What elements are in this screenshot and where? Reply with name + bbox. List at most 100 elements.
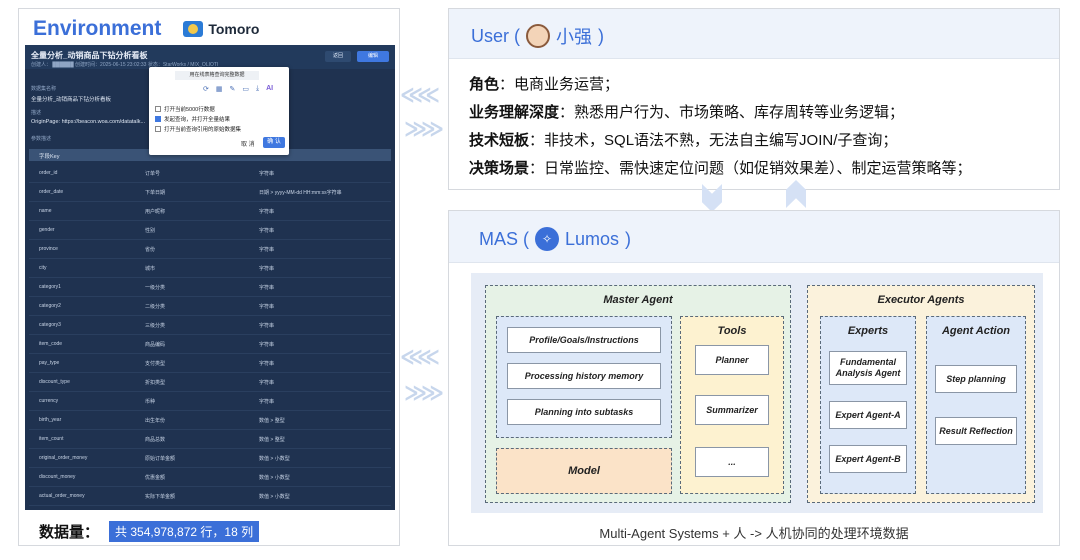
popup-option-label: 发起查询，并打开全量结果 (164, 117, 231, 123)
data-volume-value: 共 354,978,872 行，18 列 (109, 521, 260, 542)
edit-icon[interactable]: ✎ (229, 86, 236, 93)
planning-subtasks-box: Planning into subtasks (507, 399, 661, 425)
field-name: 折扣类型 (145, 380, 166, 386)
field-type: 字符串 (259, 171, 275, 177)
edit-button[interactable]: 编辑 (357, 51, 389, 62)
col-key-header: 字段Key (39, 154, 60, 160)
field-type: 字符串 (259, 266, 275, 272)
field-key: city (39, 265, 47, 271)
tomoro-logo-icon (183, 21, 204, 37)
arrow-left-icon: ≪≪ (400, 344, 440, 369)
expert-agent-a: Expert Agent-A (829, 401, 907, 429)
tomoro-brand: Tomoro (183, 21, 259, 37)
field-type: 字符串 (259, 285, 275, 291)
field-name: 二级分类 (145, 304, 166, 310)
field-name: 性别 (145, 228, 156, 234)
popup-option-label: 打开当前查询引用的原始数据集 (164, 127, 242, 133)
field-type: 字符串 (259, 361, 275, 367)
mas-title-prefix: MAS ( (479, 228, 530, 249)
tools-title: Tools (717, 325, 747, 337)
profile-text: ：熟悉用户行为、市场策略、库存周转等业务逻辑； (559, 104, 905, 121)
mas-diagram: Master Agent Profile/Goals/Instructions … (471, 273, 1043, 513)
field-key: gender (39, 227, 55, 233)
field-name: 省份 (145, 247, 156, 253)
user-title: User ( 小强 ) (471, 23, 604, 49)
checkbox-checked-icon[interactable] (155, 116, 161, 122)
ai-button[interactable]: AI (266, 85, 274, 92)
arrow-right-icon: ≫≫ (404, 380, 444, 405)
popup-option[interactable]: 发起查询，并打开全量结果 (155, 115, 230, 123)
field-name: 原始订单金额 (145, 456, 176, 462)
user-profile-line: 决策场景：日常监控、需快速定位问题（如促销效果差）、制定运营策略等； (469, 157, 972, 178)
report-title: 全量分析_动销商品下钻分析看板 (31, 51, 148, 60)
popup-option-label: 打开当前5000行数据 (164, 107, 215, 113)
report-meta: 创建人： ██████ 创建时间：2025-06-15 23:02:33 状态：… (31, 62, 219, 68)
tools-box: Tools Planner Summarizer ... (680, 316, 784, 494)
field-type: 数值 > 整型 (259, 418, 285, 424)
result-reflection-box: Result Reflection (935, 417, 1017, 445)
avatar-icon (526, 24, 550, 48)
profile-label: 业务理解深度 (469, 104, 560, 121)
profile-text: ：日常监控、需快速定位问题（如促销效果差）、制定运营策略等； (529, 160, 972, 177)
mas-header: MAS ( ✧ Lumos ) (449, 211, 1059, 263)
field-key: item_code (39, 341, 63, 347)
executor-agents-title: Executor Agents (877, 294, 965, 306)
arrow-right-icon: ≫≫ (404, 116, 444, 141)
document-icon[interactable]: ▭ (242, 86, 249, 93)
mas-title: MAS ( ✧ Lumos ) (479, 227, 631, 251)
field-key: category2 (39, 303, 61, 309)
environment-panel: Environment Tomoro 全量分析_动销商品下钻分析看板 创建人： … (18, 8, 400, 546)
table-icon[interactable]: ▦ (215, 86, 223, 93)
refresh-icon[interactable]: ⟳ (203, 86, 209, 93)
back-button[interactable]: 返回 (325, 51, 351, 62)
field-key: category1 (39, 284, 61, 290)
executor-agents-box: Executor Agents Experts Fundamental Anal… (807, 285, 1035, 503)
field-key: original_order_money (39, 455, 88, 461)
user-profile-line: 业务理解深度：熟悉用户行为、市场策略、库存周转等业务逻辑； (469, 101, 904, 122)
field-type: 数值 > 小数型 (259, 456, 290, 462)
field-name: 币种 (145, 399, 156, 405)
field-type: 数值 > 小数型 (259, 494, 290, 500)
profile-label: 角色 (469, 76, 500, 93)
field-name: 用户昵称 (145, 209, 166, 215)
profile-label: 决策场景 (469, 160, 530, 177)
field-type: 字符串 (259, 380, 275, 386)
chevron-up-icon (786, 180, 806, 208)
field-type: 字符串 (259, 399, 275, 405)
field-key: birth_year (39, 417, 62, 423)
dataset-value: 全量分析_动销商品下钻分析看板 (31, 97, 112, 103)
field-key: actual_order_money (39, 493, 85, 499)
step-planning-box: Step planning (935, 365, 1017, 393)
popup-confirm-button[interactable]: 确 认 (263, 137, 285, 148)
arrow-left-icon: ≪≪ (400, 82, 440, 107)
download-icon[interactable]: ⤓ (256, 85, 260, 92)
field-type: 数值 > 整型 (259, 437, 285, 443)
mas-title-suffix: ) (625, 228, 632, 249)
field-type: 字符串 (259, 247, 275, 253)
agent-action-title: Agent Action (941, 325, 1011, 337)
popup-option[interactable]: 打开当前查询引用的原始数据集 (155, 125, 241, 133)
user-profile-line: 角色：电商业务运营； (469, 73, 619, 94)
field-key: name (39, 208, 52, 214)
profile-goals-box: Profile/Goals/Instructions (507, 327, 661, 353)
table-header: 字段Key (29, 149, 391, 161)
checkbox-icon[interactable] (155, 126, 161, 132)
field-type: 字符串 (259, 323, 275, 329)
popup-option[interactable]: 打开当前5000行数据 (155, 105, 215, 113)
popup-cancel-button[interactable]: 取 消 (241, 142, 255, 148)
tomoro-name: Tomoro (208, 21, 260, 37)
field-name: 城市 (145, 266, 156, 272)
checkbox-icon[interactable] (155, 106, 161, 112)
more-tools: ... (695, 447, 769, 477)
params-label: 参数描述 (31, 136, 52, 142)
